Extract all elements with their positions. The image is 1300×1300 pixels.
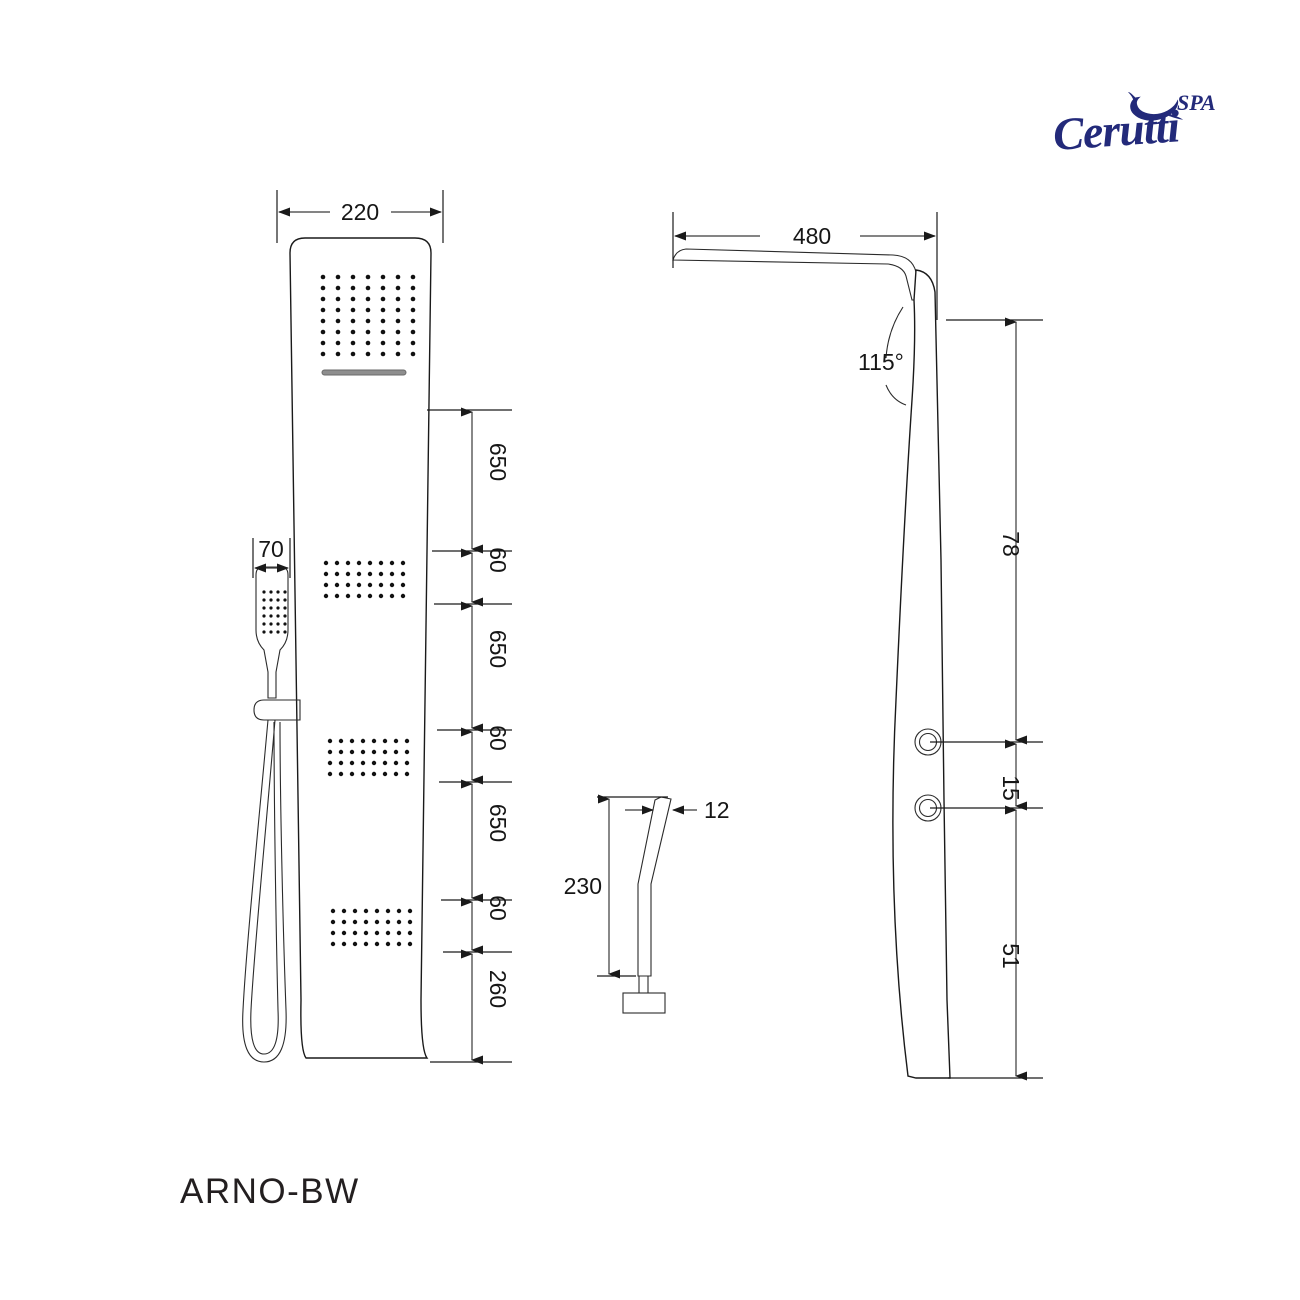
shower-hose <box>242 719 287 1063</box>
dim-side-depth: 480 <box>672 212 938 320</box>
dim-label-chain-3: 60 <box>485 725 511 751</box>
dim-label-side-2: 51 <box>998 943 1024 969</box>
dim-label-chain-6: 260 <box>485 970 511 1008</box>
dim-label-handshower-height: 230 <box>564 873 602 899</box>
dim-label-angle: 115° <box>858 349 904 375</box>
brand-logo: Cerutti SPA <box>1051 88 1235 168</box>
dim-handshower-thickness: 12 <box>625 797 730 823</box>
body-jet-group-3 <box>330 908 413 947</box>
dim-label-side-1: 15 <box>998 775 1024 801</box>
dim-label-front-width: 220 <box>341 199 379 225</box>
dim-label-side-depth: 480 <box>793 223 831 249</box>
angle-115-annotation: 115° <box>858 306 907 406</box>
dim-front-width: 220 <box>276 190 444 243</box>
dim-label-handshower-thickness: 12 <box>704 797 730 823</box>
side-view: 115° 480 <box>672 212 1043 1081</box>
handshower-holder <box>253 699 301 721</box>
brand-name: Cerutti <box>1051 100 1181 161</box>
handshower-view: 230 12 <box>564 794 730 1014</box>
dim-handshower-width: 70 <box>252 536 291 578</box>
dim-label-side-0: 78 <box>998 531 1024 557</box>
front-view: 220 70 650 60 <box>242 190 512 1065</box>
model-name: ARNO-BW <box>180 1172 360 1211</box>
dolphin-icon <box>1128 92 1184 121</box>
body-jet-group-1 <box>323 560 406 599</box>
brand-suffix: SPA <box>1177 90 1216 115</box>
dim-label-chain-5: 60 <box>485 895 511 921</box>
side-panel-outline <box>892 269 951 1079</box>
front-panel-outline <box>289 237 432 1059</box>
waterfall-slot <box>321 369 407 376</box>
dim-label-handshower-width: 70 <box>258 536 284 562</box>
dim-side-chain: 78 15 51 <box>930 317 1043 1081</box>
dim-label-chain-0: 650 <box>485 443 511 481</box>
dim-handshower-height: 230 <box>564 794 668 979</box>
dim-label-chain-4: 650 <box>485 804 511 842</box>
dim-label-chain-2: 650 <box>485 630 511 668</box>
body-jet-group-2 <box>327 738 410 777</box>
handshower-side-outline <box>637 796 672 977</box>
dim-label-chain-1: 60 <box>485 547 511 573</box>
side-shower-arm <box>672 248 921 301</box>
handshower-front <box>255 566 289 699</box>
handshower-base <box>622 992 666 1014</box>
dim-front-chain: 650 60 650 60 650 60 260 <box>427 407 512 1065</box>
rain-head-jets <box>320 274 416 357</box>
